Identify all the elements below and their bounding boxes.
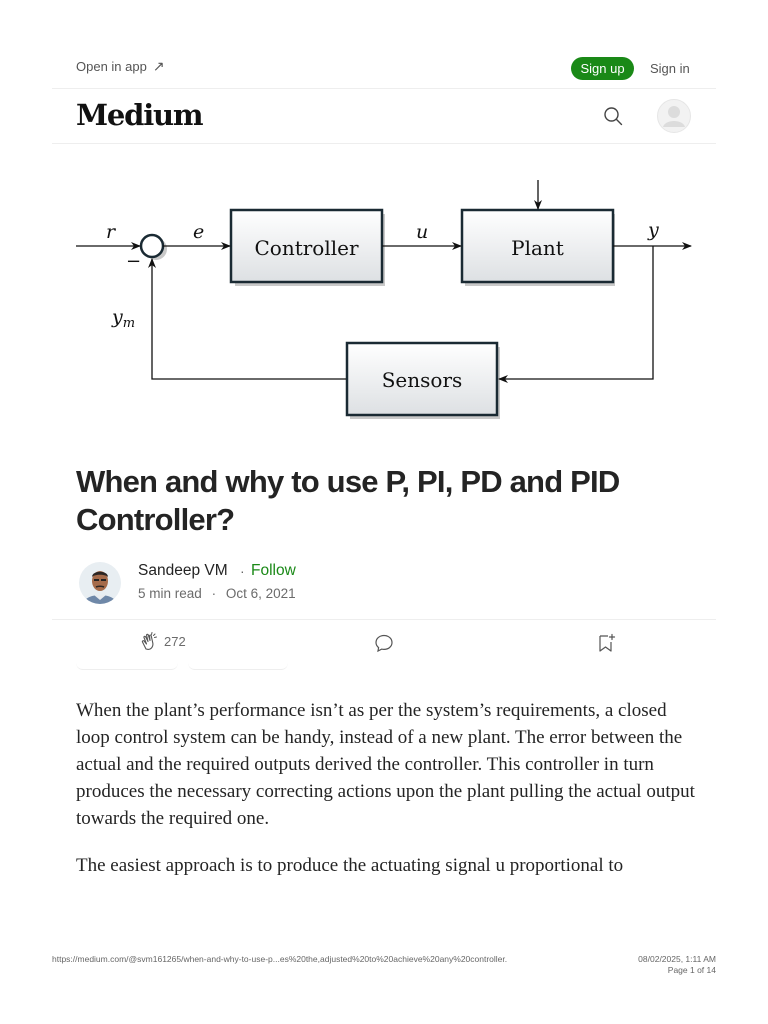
signal-u-label: u <box>416 221 428 243</box>
action-bar-shadow-right <box>188 663 288 670</box>
signal-r-label: r <box>106 221 117 243</box>
nav-divider <box>52 143 716 144</box>
signal-e-label: e <box>193 221 204 243</box>
sensors-label: Sensors <box>382 368 463 392</box>
follow-button[interactable]: Follow <box>251 562 296 579</box>
article-title: When and why to use P, PI, PD and PID Co… <box>76 464 620 537</box>
user-avatar-icon[interactable] <box>657 99 691 133</box>
action-bar-shadow-left <box>76 663 178 670</box>
bookmark-add-icon[interactable] <box>595 632 617 654</box>
body-paragraph-1: When the plant’s performance isn’t as pe… <box>76 700 695 829</box>
comment-icon[interactable] <box>373 632 395 654</box>
measured-output-line <box>148 258 346 380</box>
external-arrow-icon: ↗ <box>152 58 165 74</box>
controller-block <box>229 208 384 284</box>
author-avatar[interactable] <box>79 562 121 604</box>
search-icon[interactable] <box>603 106 623 126</box>
body-paragraph-2: The easiest approach is to produce the a… <box>76 855 624 876</box>
plant-label: Plant <box>511 236 564 260</box>
footer-page-number: Page 1 of 14 <box>667 965 716 975</box>
clap-count: 272 <box>164 633 186 649</box>
action-bar-top-divider <box>52 619 716 620</box>
author-name-link[interactable]: Sandeep VM <box>138 562 228 579</box>
feedback-to-sensors-line <box>498 246 654 383</box>
publish-date: Oct 6, 2021 <box>225 586 296 601</box>
signal-y-label: y <box>647 219 659 241</box>
sensors-block <box>345 341 499 417</box>
open-in-app-label: Open in app <box>76 59 147 74</box>
footer-datetime: 08/02/2025, 1:11 AM <box>638 954 716 964</box>
controller-label: Controller <box>254 236 358 260</box>
open-in-app-link[interactable]: Open in app ↗ <box>76 58 165 75</box>
minus-sign: − <box>126 251 141 272</box>
sign-in-link[interactable]: Sign in <box>650 61 690 76</box>
signal-ym-label: ym <box>111 306 135 331</box>
read-time: 5 min read <box>138 586 202 601</box>
article-meta: 5 min read · Oct 6, 2021 <box>138 586 296 601</box>
clap-icon <box>141 632 157 650</box>
medium-logo[interactable]: Medium <box>76 98 204 132</box>
meta-separator: · <box>211 586 217 601</box>
author-separator: · <box>240 563 245 579</box>
feedback-loop-diagram: Controller Plant Sensors r e u y − ym <box>76 180 692 419</box>
header-divider <box>52 88 716 89</box>
footer-info: 08/02/2025, 1:11 AM Page 1 of 14 <box>638 954 716 976</box>
summing-junction <box>139 233 165 259</box>
sign-up-button[interactable]: Sign up <box>571 57 634 80</box>
author-photo-icon <box>79 562 121 604</box>
footer-url: https://medium.com/@svm161265/when-and-w… <box>52 954 508 964</box>
clap-button[interactable]: 272 <box>140 631 186 651</box>
